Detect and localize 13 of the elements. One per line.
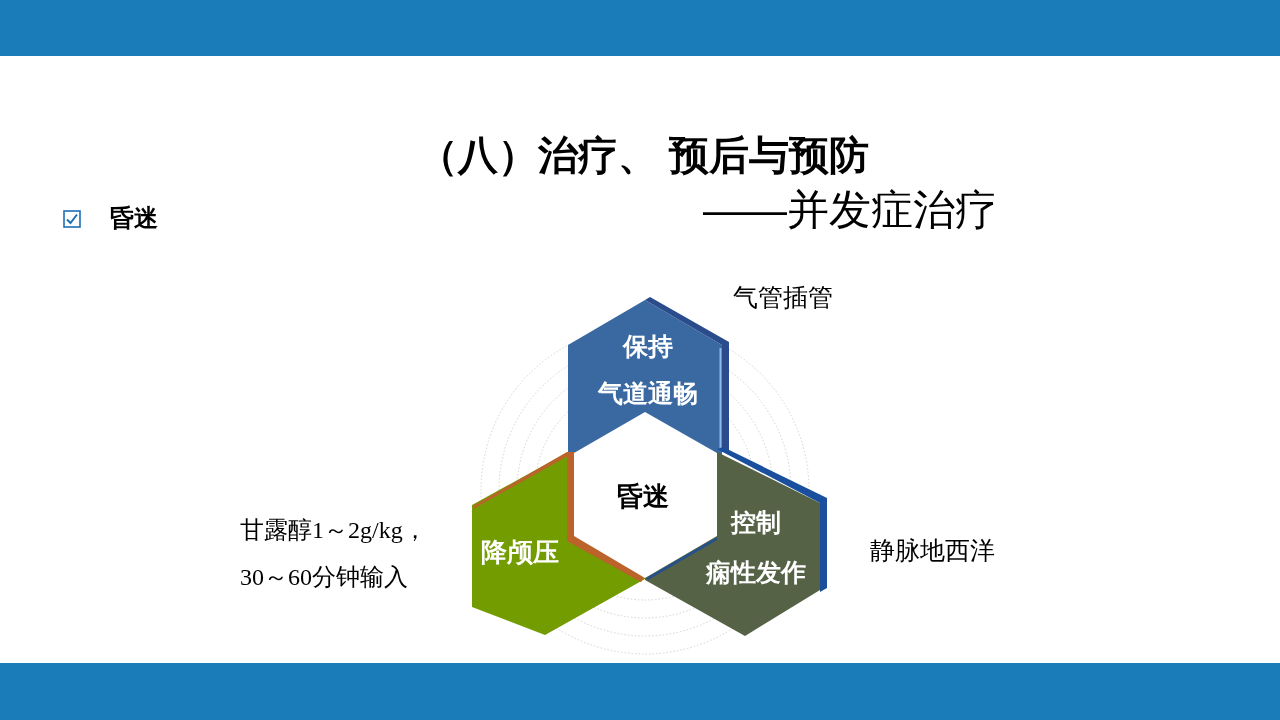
annotation-text: 气管插管	[733, 283, 833, 312]
segment-label: 痫性发作	[706, 557, 806, 587]
annotation-text: 甘露醇1～2g/kg，30～60分钟输入	[240, 516, 428, 592]
center-label: 昏迷	[617, 482, 669, 512]
segment-label: 气道通畅	[598, 378, 698, 408]
segment-label: 保持	[623, 331, 673, 361]
slide-title: （八）治疗、 预后与预防	[418, 132, 870, 178]
annotation-text: 静脉地西洋	[870, 536, 995, 565]
hexagon-segment	[642, 446, 828, 638]
bullet-text: 昏迷	[110, 204, 158, 232]
segment-label: 降颅压	[481, 538, 559, 568]
segment-label: 控制	[731, 507, 781, 537]
slide-subtitle: ——并发症治疗	[703, 186, 997, 235]
